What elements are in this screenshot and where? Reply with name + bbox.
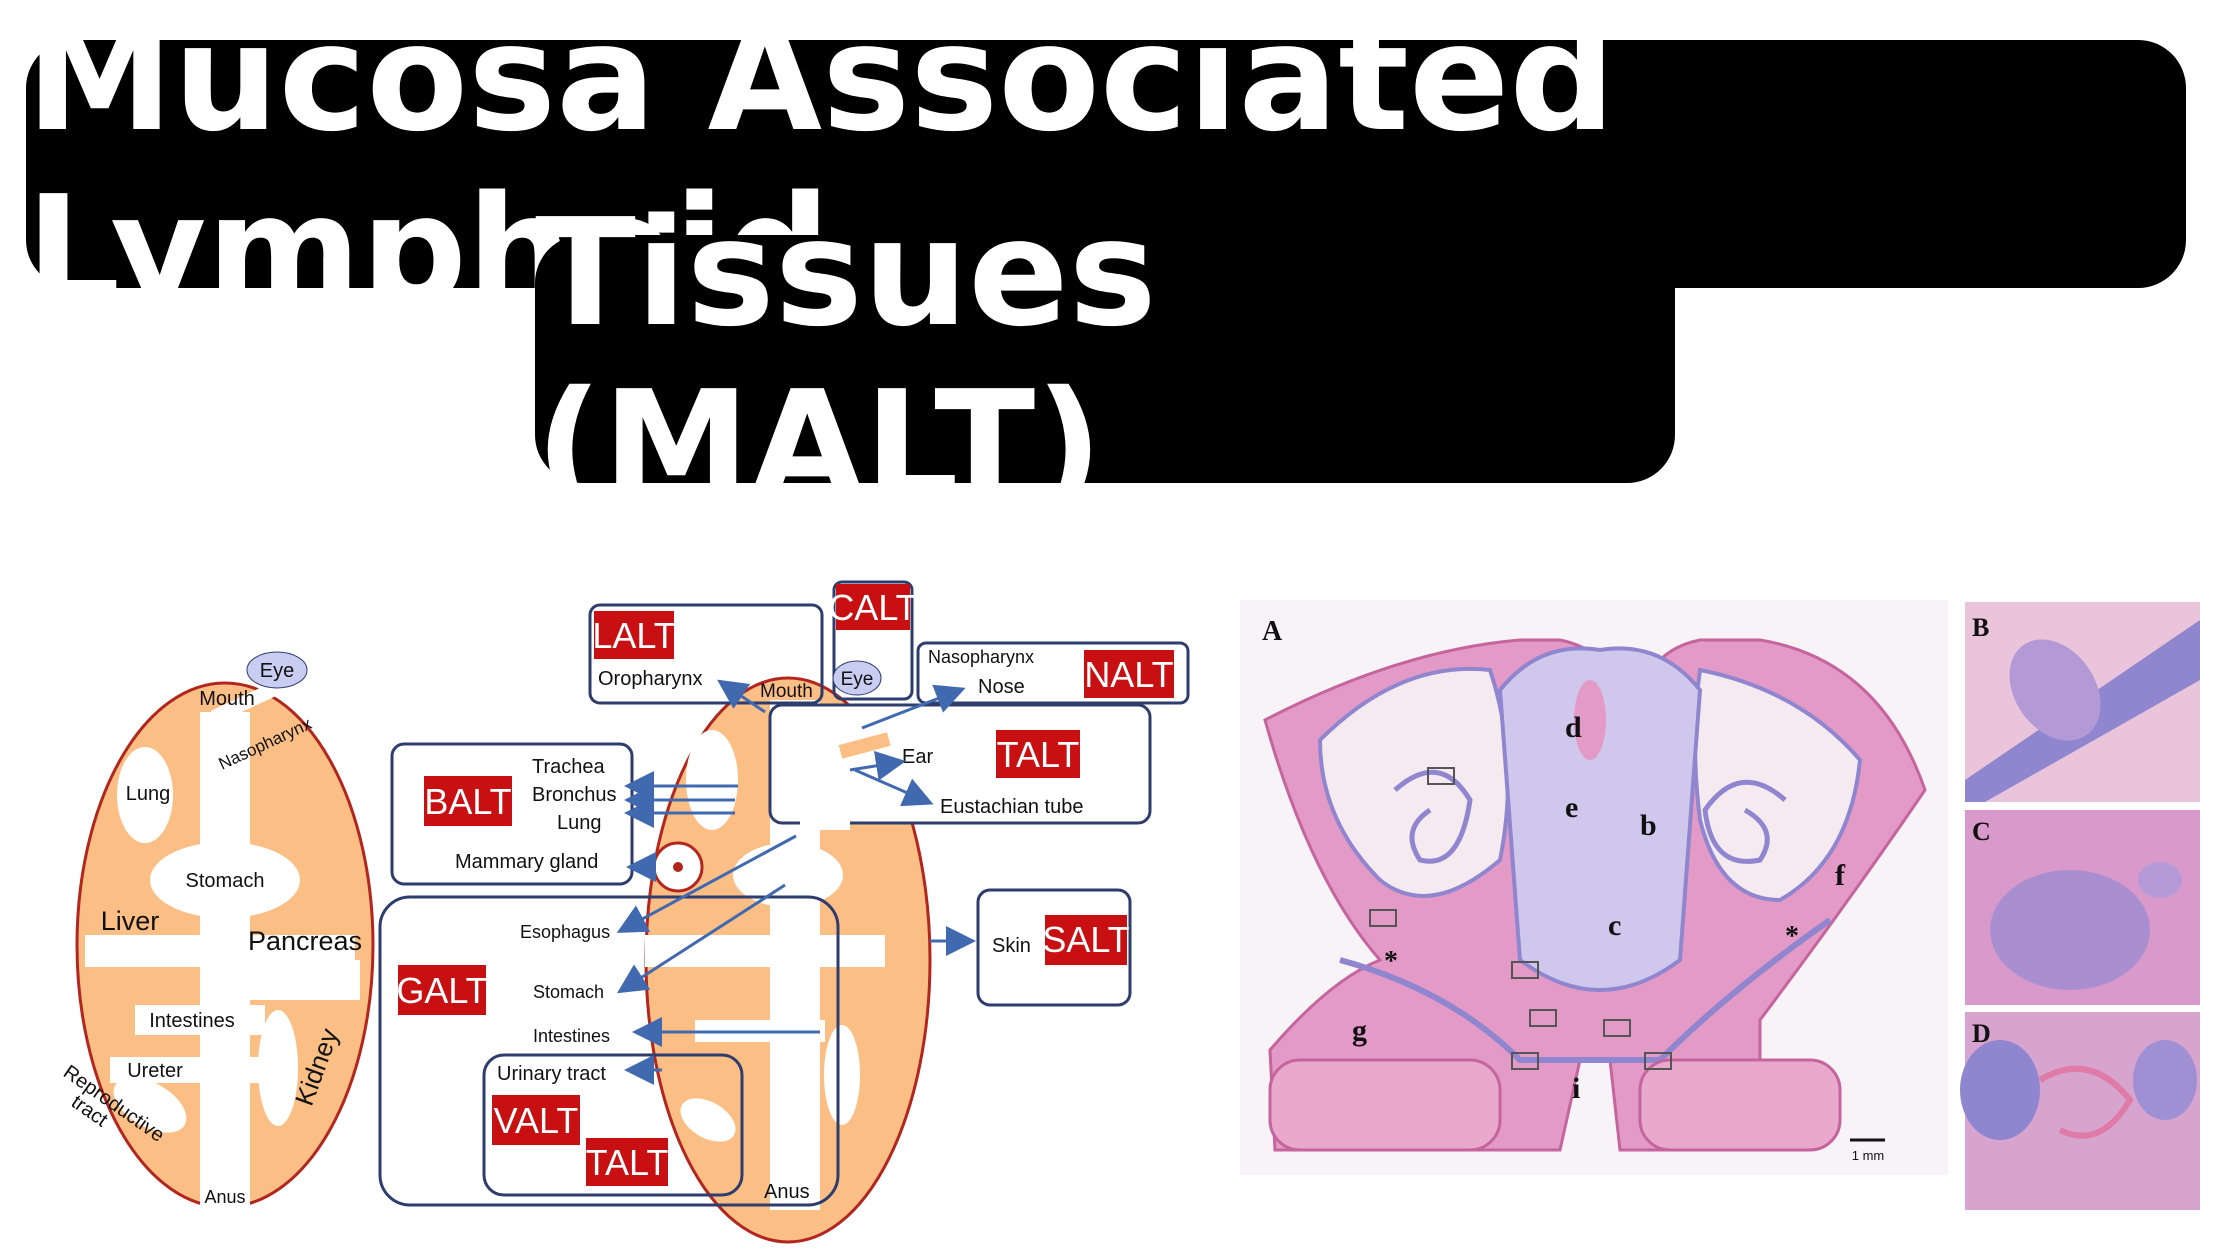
balt-tag-text: BALT (424, 781, 511, 822)
scale-bar-label: 1 mm (1852, 1148, 1885, 1163)
right-mouth-label: Mouth (760, 681, 813, 702)
left-stomach-shape (150, 842, 300, 918)
svg-text:*: * (1785, 921, 1799, 952)
title-line-2: Tissues (MALT) (535, 187, 1675, 531)
left-liver-label: Liver (101, 906, 160, 936)
right-eye-shape (832, 660, 882, 696)
salt-box (976, 888, 1132, 1007)
left-kidney-shape (258, 1010, 298, 1126)
svg-text:*: * (1384, 946, 1398, 977)
calt-box (832, 580, 914, 701)
galt-tag (398, 965, 486, 1015)
trachea-label: Trachea (532, 756, 606, 778)
left-pancreas-label: Pancreas (248, 926, 362, 956)
histology-panels: 1 mm A b c d e f g i * * B C D (1240, 600, 2200, 1210)
title-line-2-text: Tissues (MALT) (535, 187, 1157, 531)
panel-d-label: D (1972, 1019, 1991, 1048)
mammary-label: Mammary gland (455, 851, 598, 873)
nalt-box (916, 641, 1190, 705)
calt-tag-text: CALT (828, 587, 917, 628)
nalt-tag (1084, 650, 1174, 698)
left-anus-label: Anus (204, 1187, 245, 1207)
lalt-tag-text: LALT (592, 615, 675, 656)
histo-label-b: b (1640, 809, 1657, 842)
urinary-label: Urinary tract (497, 1063, 606, 1085)
panel-b-label: B (1972, 613, 1989, 642)
galt-box (378, 895, 840, 1207)
valt-tag (492, 1095, 580, 1145)
left-body-diagram: Eye Mouth Nasopharynx Lung Stomach Liver… (59, 651, 375, 1212)
talt-bottom-tag-text: TALT (586, 1142, 669, 1183)
calt-tag (836, 584, 910, 630)
skin-label: Skin (992, 935, 1031, 957)
bronchus-label: Bronchus (532, 784, 617, 806)
left-mouth-label: Mouth (199, 688, 255, 710)
right-lung-label: Lung (557, 812, 602, 834)
left-lung-shape (117, 747, 173, 843)
salt-tag-text: SALT (1042, 919, 1129, 960)
histo-label-f: f (1835, 859, 1846, 892)
eustachian-label: Eustachian tube (940, 796, 1083, 818)
right-anus-label: Anus (764, 1181, 810, 1203)
histo-label-c: c (1608, 909, 1621, 942)
histo-label-e: e (1565, 791, 1578, 824)
panel-c-label: C (1972, 817, 1991, 846)
oropharynx-label: Oropharynx (598, 668, 703, 690)
talt-bottom-tag (586, 1138, 668, 1186)
talt-top-tag (996, 730, 1080, 778)
right-malt-diagram: Eye LALT CALT NALT TALT BALT GALT VALT T… (378, 580, 1190, 1244)
nalt-tag-text: NALT (1084, 654, 1173, 695)
histo-label-g: g (1352, 1014, 1367, 1047)
left-lung-label: Lung (126, 783, 171, 805)
ear-label: Ear (902, 746, 933, 768)
galt-tag-text: GALT (396, 970, 487, 1011)
connector-arrows (616, 679, 976, 1085)
histo-label-d: d (1565, 711, 1582, 744)
balt-tag (424, 776, 512, 826)
right-nasopharynx-label: Nasopharynx (928, 647, 1034, 667)
lalt-box (588, 603, 824, 705)
right-stomach-label: Stomach (533, 982, 604, 1002)
salt-tag (1045, 915, 1127, 965)
histo-label-i: i (1572, 1072, 1580, 1105)
left-stomach-label: Stomach (186, 870, 265, 892)
left-eye-shape (246, 651, 308, 689)
valt-box (482, 1053, 744, 1197)
valt-tag-text: VALT (494, 1100, 579, 1141)
panel-a-label: A (1262, 616, 1283, 647)
lalt-tag (594, 611, 674, 659)
left-eye-label: Eye (260, 660, 294, 682)
right-eye-label: Eye (841, 669, 874, 690)
right-intestines-label: Intestines (533, 1026, 610, 1046)
left-intestines-label: Intestines (149, 1010, 235, 1032)
nose-label: Nose (978, 676, 1025, 698)
esophagus-label: Esophagus (520, 922, 610, 942)
talt-top-tag-text: TALT (997, 734, 1080, 775)
left-ureter-label: Ureter (127, 1060, 183, 1082)
